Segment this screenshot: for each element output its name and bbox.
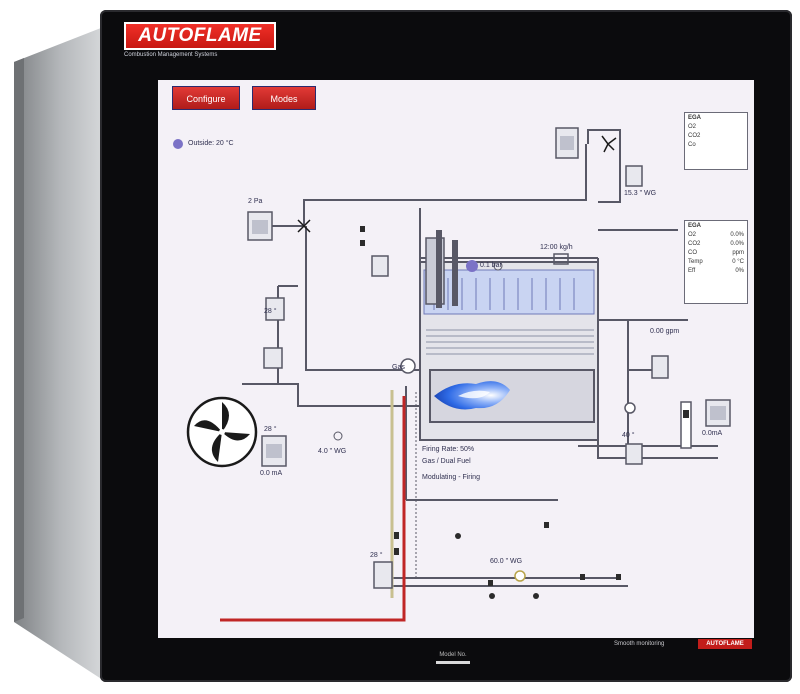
readout-bottom-left-temp: 28 ° — [370, 552, 383, 559]
model-label: Model No. — [430, 652, 476, 666]
hmi-screen: Configure Modes Outside: 20 °C — [158, 80, 754, 638]
ega-panel-mid-title: EGA — [688, 223, 702, 229]
readout-right-lower-value: 0.0mA — [702, 430, 723, 437]
ega-top-row: CO2 — [688, 133, 701, 139]
brand: AUTOFLAME Combustion Management Systems — [124, 22, 276, 62]
ega-top-row: Co — [688, 142, 696, 148]
model-text: Model No. — [439, 652, 467, 658]
ega-top-row: O2 — [688, 124, 697, 130]
ega-panel-top[interactable]: EGA O2 CO2 Co — [684, 112, 748, 170]
readout-fan-value: 0.0 mA — [260, 470, 283, 477]
readout-gas-label: Gas — [392, 364, 405, 371]
readout-level: 0.1 bar — [480, 262, 502, 269]
outside-temp-label: Outside: 20 °C — [188, 140, 234, 147]
footer-logo: AUTOFLAME — [698, 639, 752, 649]
ega-panel-top-title: EGA — [688, 115, 702, 121]
readout-tl-temp: 28 ° — [264, 308, 277, 315]
readout-tl-pressure: 2 Pa — [248, 198, 263, 205]
outside-temp-icon — [173, 139, 183, 149]
readout-fan-pressure: 4.0 " WG — [318, 448, 347, 455]
readout-fan-temp: 28 ° — [264, 426, 277, 433]
autoflame-logo: AUTOFLAME — [124, 22, 276, 50]
firing-mode: Modulating - Firing — [422, 474, 480, 481]
readout-right-lower-temp: 40 ° — [622, 432, 635, 439]
model-bar — [436, 661, 470, 664]
firing-rate: Firing Rate: 50% — [422, 446, 475, 453]
readout-top-right-pressure: 15.3 " WG — [624, 190, 657, 197]
process-diagram — [186, 127, 731, 622]
modes-button[interactable]: Modes — [252, 86, 316, 110]
bezel-footer: Smooth monitoring AUTOFLAME — [158, 638, 754, 658]
readout-feed-flow: 0.00 gpm — [650, 328, 680, 335]
readout-bottom-pressure: 60.0 " WG — [490, 558, 523, 565]
firing-fuel: Gas / Dual Fuel — [422, 458, 471, 465]
brand-tagline: Combustion Management Systems — [124, 52, 218, 58]
footer-text: Smooth monitoring — [614, 641, 665, 647]
configure-button[interactable]: Configure — [172, 86, 240, 110]
readout-steam-flow: 12:00 kg/h — [540, 244, 573, 251]
